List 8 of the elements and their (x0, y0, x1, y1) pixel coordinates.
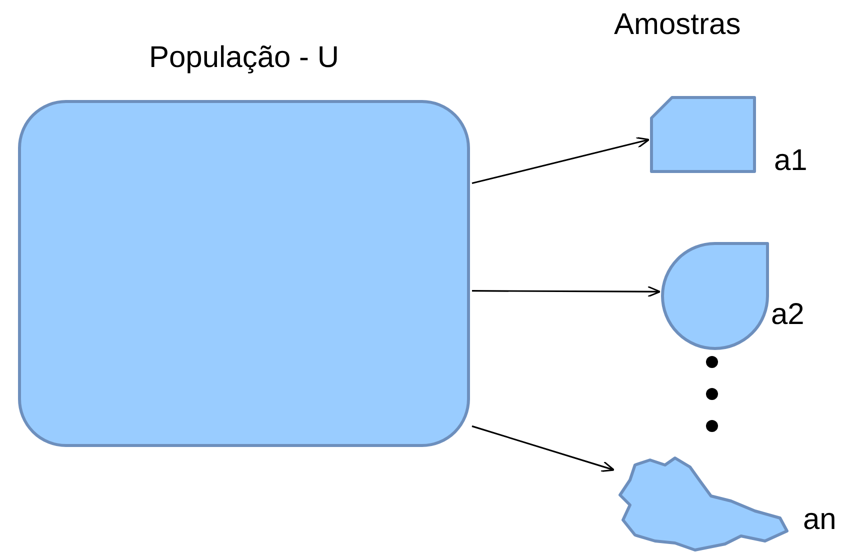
sample-label: a2 (771, 298, 804, 332)
arrow (472, 425, 615, 472)
arrow (472, 136, 650, 184)
sample-label: an (803, 503, 836, 537)
box-heading: População - U (148, 41, 340, 75)
group-heading: Amostras (614, 8, 741, 42)
arrow (472, 286, 661, 298)
sample-label: a1 (774, 144, 808, 178)
